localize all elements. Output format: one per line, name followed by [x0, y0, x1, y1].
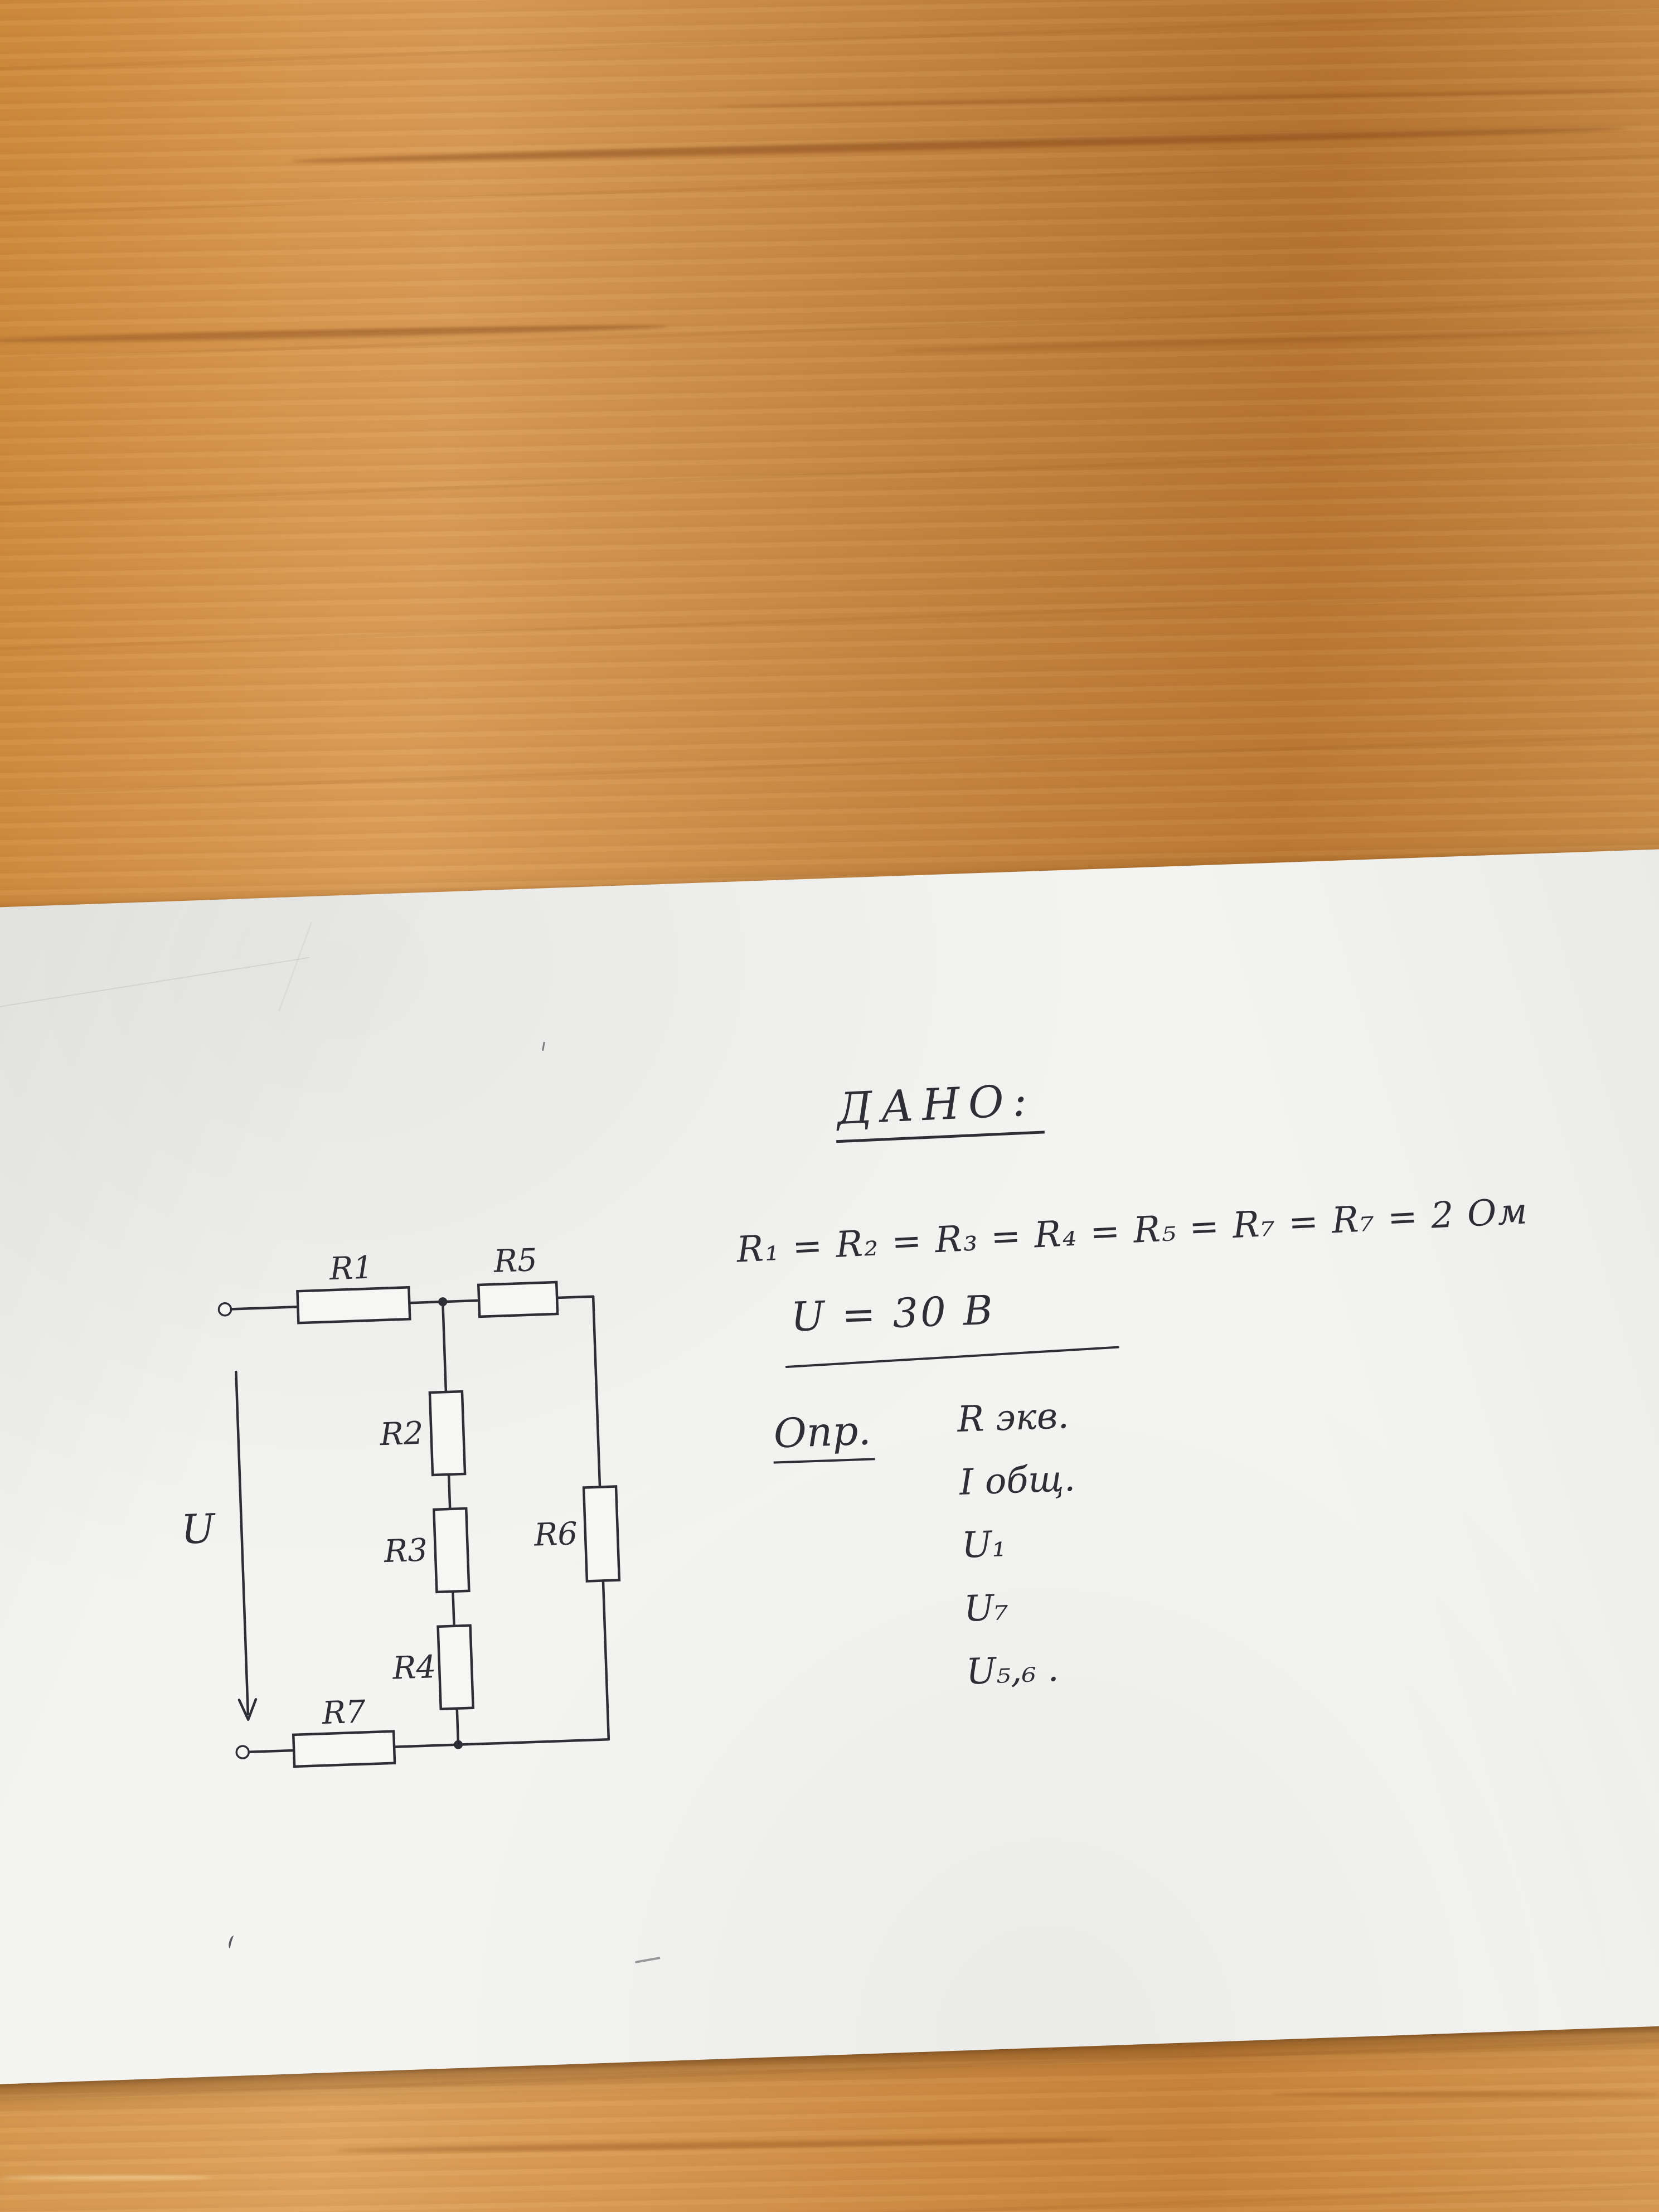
wire-bottom-left — [249, 1749, 295, 1753]
junction-top — [438, 1297, 448, 1307]
wood-grain-streak — [0, 322, 670, 346]
resistor-r4-label: R4 — [391, 1649, 436, 1687]
find-item-u7: U₇ — [963, 1587, 1009, 1630]
wood-grain-streak — [334, 2136, 1115, 2154]
wire-top-middle — [408, 1299, 481, 1304]
pencil-dash — [634, 1957, 661, 1964]
given-heading: ДАНО: — [833, 1075, 1045, 1143]
resistor-r1-box — [296, 1286, 411, 1325]
resistor-r1-label: R1 — [328, 1250, 373, 1288]
ink-speck — [542, 1041, 548, 1052]
paper-crease — [0, 957, 310, 1018]
wire-middle-vertical — [442, 1300, 460, 1746]
paper-sheet: R1 R5 R2 R3 R4 R6 R7 U ДАНО: R₁ = R₂ = R… — [0, 847, 1659, 2085]
find-item-total-current: I общ. — [958, 1458, 1076, 1504]
resistor-r5-label: R5 — [493, 1242, 538, 1280]
wood-grain-streak — [290, 124, 1628, 166]
resistor-r3-box — [432, 1507, 470, 1594]
find-item-equivalent-resistance: R экв. — [956, 1395, 1070, 1441]
resistor-r7-box — [292, 1730, 396, 1768]
resistor-r7-label: R7 — [321, 1694, 366, 1731]
resistor-r2-box — [428, 1390, 467, 1477]
find-list: R экв. I общ. U₁ U₇ U₅,₆ . — [956, 1395, 1083, 1693]
wood-grain-streak — [892, 326, 1659, 355]
paper-crease — [278, 921, 313, 1012]
junction-bottom — [454, 1740, 463, 1749]
ink-speck — [227, 1935, 237, 1949]
find-item-u56: U₅,₆ . — [965, 1648, 1060, 1693]
wood-grain-streak — [714, 88, 1659, 110]
voltage-label: U — [180, 1505, 217, 1553]
resistor-r6-label: R6 — [533, 1516, 578, 1554]
resistor-r6-box — [582, 1485, 621, 1583]
wire-right-vertical — [591, 1295, 610, 1741]
resistor-r4-box — [436, 1624, 475, 1711]
given-resistances-line: R₁ = R₂ = R₃ = R₄ = R₅ = R₇ = R₇ = 2 Ом — [735, 1191, 1530, 1271]
wood-grain-streak — [1271, 2092, 1659, 2097]
terminal-top-left — [217, 1302, 232, 1317]
resistor-r2-label: R2 — [379, 1415, 424, 1453]
circuit-diagram: R1 R5 R2 R3 R4 R6 R7 U — [180, 1242, 621, 1768]
resistor-r3-label: R3 — [383, 1532, 428, 1570]
wood-grain-highlight — [0, 2175, 212, 2180]
wire-bottom-right — [392, 1738, 610, 1748]
voltage-arrow-line — [235, 1370, 250, 1716]
find-label: Опр. — [772, 1406, 876, 1464]
find-item-u1: U₁ — [961, 1524, 1007, 1567]
terminal-bottom-left — [235, 1745, 250, 1759]
underline-rule — [785, 1346, 1119, 1369]
resistor-r5-box — [477, 1280, 559, 1318]
wire-top-right — [555, 1295, 595, 1299]
wire-top-left — [230, 1305, 299, 1311]
given-voltage-line: U = 30 В — [790, 1286, 996, 1341]
voltage-arrow-head — [237, 1698, 258, 1721]
